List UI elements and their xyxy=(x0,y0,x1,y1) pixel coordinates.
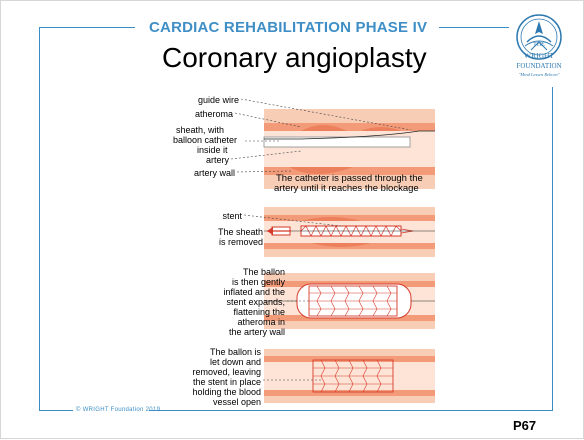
panel-4-vessel xyxy=(263,349,435,403)
label-sheath-removed-line-1: The sheath xyxy=(181,227,263,237)
panel-1-caption-line-2: artery until it reaches the blockage xyxy=(274,183,419,194)
label-atheroma: atheroma xyxy=(181,109,233,119)
panel-4-text-line-6: vessel open xyxy=(161,397,261,407)
label-guide-wire: guide wire xyxy=(181,95,239,105)
panel-3-text-line-1: The ballon xyxy=(181,267,285,277)
label-sheath-line-3: inside it xyxy=(197,145,228,155)
panel-4-text-line-3: removed, leaving xyxy=(161,367,261,377)
panel-2-vessel xyxy=(244,207,435,257)
panel-3-text-line-7: the artery wall xyxy=(181,327,285,337)
label-stent: stent xyxy=(201,211,242,221)
label-artery-wall: artery wall xyxy=(171,168,235,178)
panel-4-text-line-2: let down and xyxy=(161,357,261,367)
page-number: P67 xyxy=(513,418,536,433)
label-artery: artery xyxy=(181,155,229,165)
copyright-notice: © WRIGHT Foundation 2019 xyxy=(76,407,160,413)
panel-3-text-line-3: inflated and the xyxy=(181,287,285,297)
label-sheath-removed-line-2: is removed xyxy=(181,237,263,247)
panel-3-text-line-2: is then gently xyxy=(181,277,285,287)
panel-4-text-line-1: The ballon is xyxy=(161,347,261,357)
panel-4-text-line-5: holding the blood xyxy=(161,387,261,397)
panel-3-text-line-6: atheroma in xyxy=(181,317,285,327)
label-sheath-line-2: balloon catheter xyxy=(173,135,237,145)
panel-3-text-line-5: flattening the xyxy=(181,307,285,317)
panel-3-text-line-4: stent expands, xyxy=(181,297,285,307)
label-sheath-line-1: sheath, with xyxy=(176,125,224,135)
panel-4-text-line-4: the stent in place xyxy=(161,377,261,387)
panel-3-vessel xyxy=(264,273,435,329)
